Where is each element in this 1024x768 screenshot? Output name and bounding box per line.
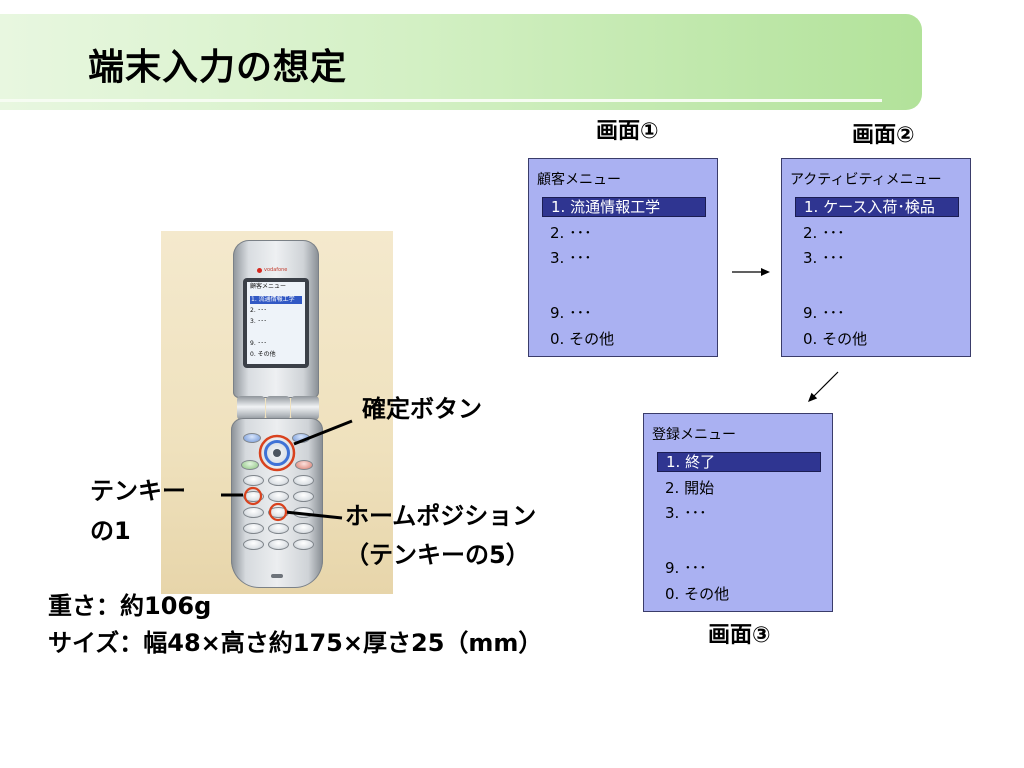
arrowhead-screen1-to-screen2 bbox=[761, 268, 770, 276]
menu-item: 0. その他 bbox=[803, 330, 868, 348]
hinge-segment bbox=[266, 396, 290, 420]
function-key bbox=[242, 474, 264, 486]
numpad-1-label-line2: の1 bbox=[90, 517, 131, 545]
function-key bbox=[292, 474, 314, 486]
key-7 bbox=[242, 522, 264, 534]
screen-3-mock: 登録メニュー 1. 終了 2. 開始 3. ･･･ 9. ･･･ 0. その他 bbox=[643, 413, 833, 612]
title-banner-underline bbox=[0, 99, 882, 102]
menu-item: 3. ･･･ bbox=[550, 249, 592, 267]
size-spec: サイズ：幅48×高さ約175×厚さ25（mm） bbox=[48, 629, 543, 657]
key-9 bbox=[292, 522, 314, 534]
vodafone-logo-icon bbox=[257, 268, 262, 273]
menu-title: 登録メニュー bbox=[652, 427, 736, 443]
menu-item: 2. 開始 bbox=[665, 479, 715, 497]
hinge-segment bbox=[291, 396, 319, 420]
phone-display-item: 0. その他 bbox=[250, 351, 276, 358]
key-4 bbox=[242, 506, 264, 518]
menu-item: 2. ･･･ bbox=[803, 224, 845, 242]
screen-3-label: 画面③ bbox=[708, 623, 771, 648]
phone-display-item: 9. ･･･ bbox=[250, 340, 267, 347]
function-key bbox=[267, 474, 289, 486]
menu-item: 0. その他 bbox=[550, 330, 615, 348]
phone-display-title: 顧客メニュー bbox=[250, 283, 287, 290]
key-6 bbox=[292, 506, 314, 518]
phone-display-item: 1. 流通情報工学 bbox=[250, 296, 302, 304]
screen-2-mock: アクティビティメニュー 1. ケース入荷･検品 2. ･･･ 3. ･･･ 9.… bbox=[781, 158, 971, 357]
key-8 bbox=[267, 522, 289, 534]
menu-title: アクティビティメニュー bbox=[790, 172, 942, 188]
home-position-label-line1: ホームポジション bbox=[345, 502, 537, 530]
menu-item: 1. ケース入荷･検品 bbox=[795, 197, 959, 217]
home-position-label-line2: （テンキーの5） bbox=[345, 541, 530, 569]
key-3 bbox=[292, 490, 314, 502]
menu-item: 0. その他 bbox=[665, 585, 730, 603]
phone-display-item: 2. ･･･ bbox=[250, 307, 267, 314]
key-hash bbox=[292, 538, 314, 550]
key-5 bbox=[267, 506, 289, 518]
menu-item: 9. ･･･ bbox=[665, 559, 707, 577]
title-banner bbox=[0, 14, 922, 110]
weight-spec: 重さ：約106g bbox=[48, 592, 212, 620]
menu-item: 9. ･･･ bbox=[803, 304, 845, 322]
menu-item: 1. 流通情報工学 bbox=[542, 197, 706, 217]
phone-display-item: 3. ･･･ bbox=[250, 318, 267, 325]
screen-2-label: 画面② bbox=[852, 123, 915, 148]
slide-title: 端末入力の想定 bbox=[88, 47, 348, 88]
call-key bbox=[241, 460, 259, 470]
phone-display: 顧客メニュー 1. 流通情報工学 2. ･･･ 3. ･･･ 9. ･･･ 0.… bbox=[247, 282, 305, 364]
confirm-button-label: 確定ボタン bbox=[362, 395, 482, 423]
key-2 bbox=[267, 490, 289, 502]
hinge-segment bbox=[237, 396, 265, 420]
right-soft-key bbox=[292, 433, 310, 443]
phone-photo: vodafone 顧客メニュー 1. 流通情報工学 2. ･･･ 3. ･･･ … bbox=[161, 231, 393, 594]
key-1 bbox=[242, 490, 264, 502]
key-star bbox=[242, 538, 264, 550]
phone-logo: vodafone bbox=[264, 267, 288, 273]
menu-title: 顧客メニュー bbox=[537, 172, 621, 188]
menu-item: 2. ･･･ bbox=[550, 224, 592, 242]
left-soft-key bbox=[243, 433, 261, 443]
menu-item: 3. ･･･ bbox=[803, 249, 845, 267]
menu-item: 9. ･･･ bbox=[550, 304, 592, 322]
phone-enter-key bbox=[273, 449, 281, 457]
menu-item: 3. ･･･ bbox=[665, 504, 707, 522]
arrow-screen2-to-screen3 bbox=[813, 371, 839, 397]
end-key bbox=[295, 460, 313, 470]
screen-1-mock: 顧客メニュー 1. 流通情報工学 2. ･･･ 3. ･･･ 9. ･･･ 0.… bbox=[528, 158, 718, 357]
screen-1-label: 画面① bbox=[596, 119, 659, 144]
arrowhead-screen2-to-screen3 bbox=[808, 392, 818, 402]
menu-item: 1. 終了 bbox=[657, 452, 821, 472]
phone-hinge bbox=[237, 396, 319, 420]
key-0 bbox=[267, 538, 289, 550]
numpad-1-label-line1: テンキー bbox=[90, 477, 186, 505]
phone-microphone bbox=[271, 574, 283, 578]
